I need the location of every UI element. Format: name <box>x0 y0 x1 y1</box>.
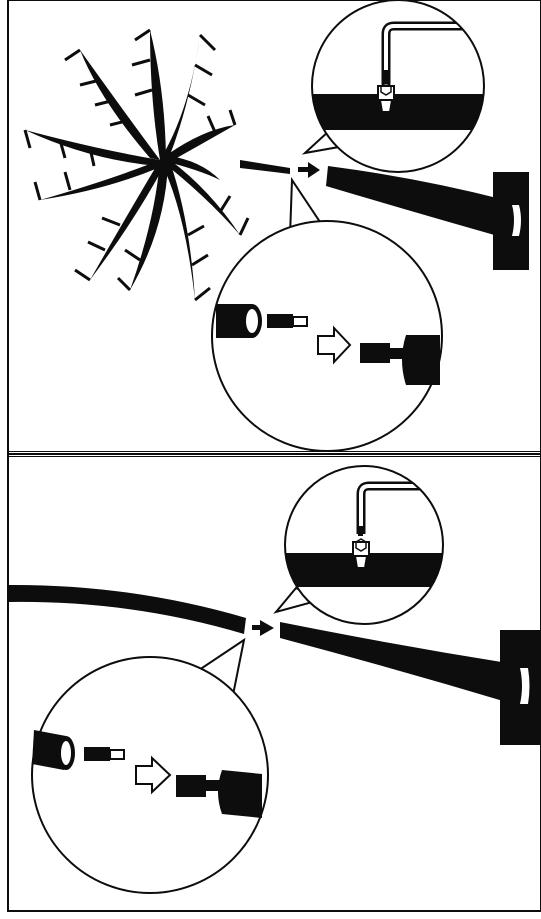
panel-2 <box>8 456 541 911</box>
connector-plug-icon <box>84 747 124 761</box>
connector-plug-icon <box>267 314 307 328</box>
panel-1 <box>8 0 541 452</box>
